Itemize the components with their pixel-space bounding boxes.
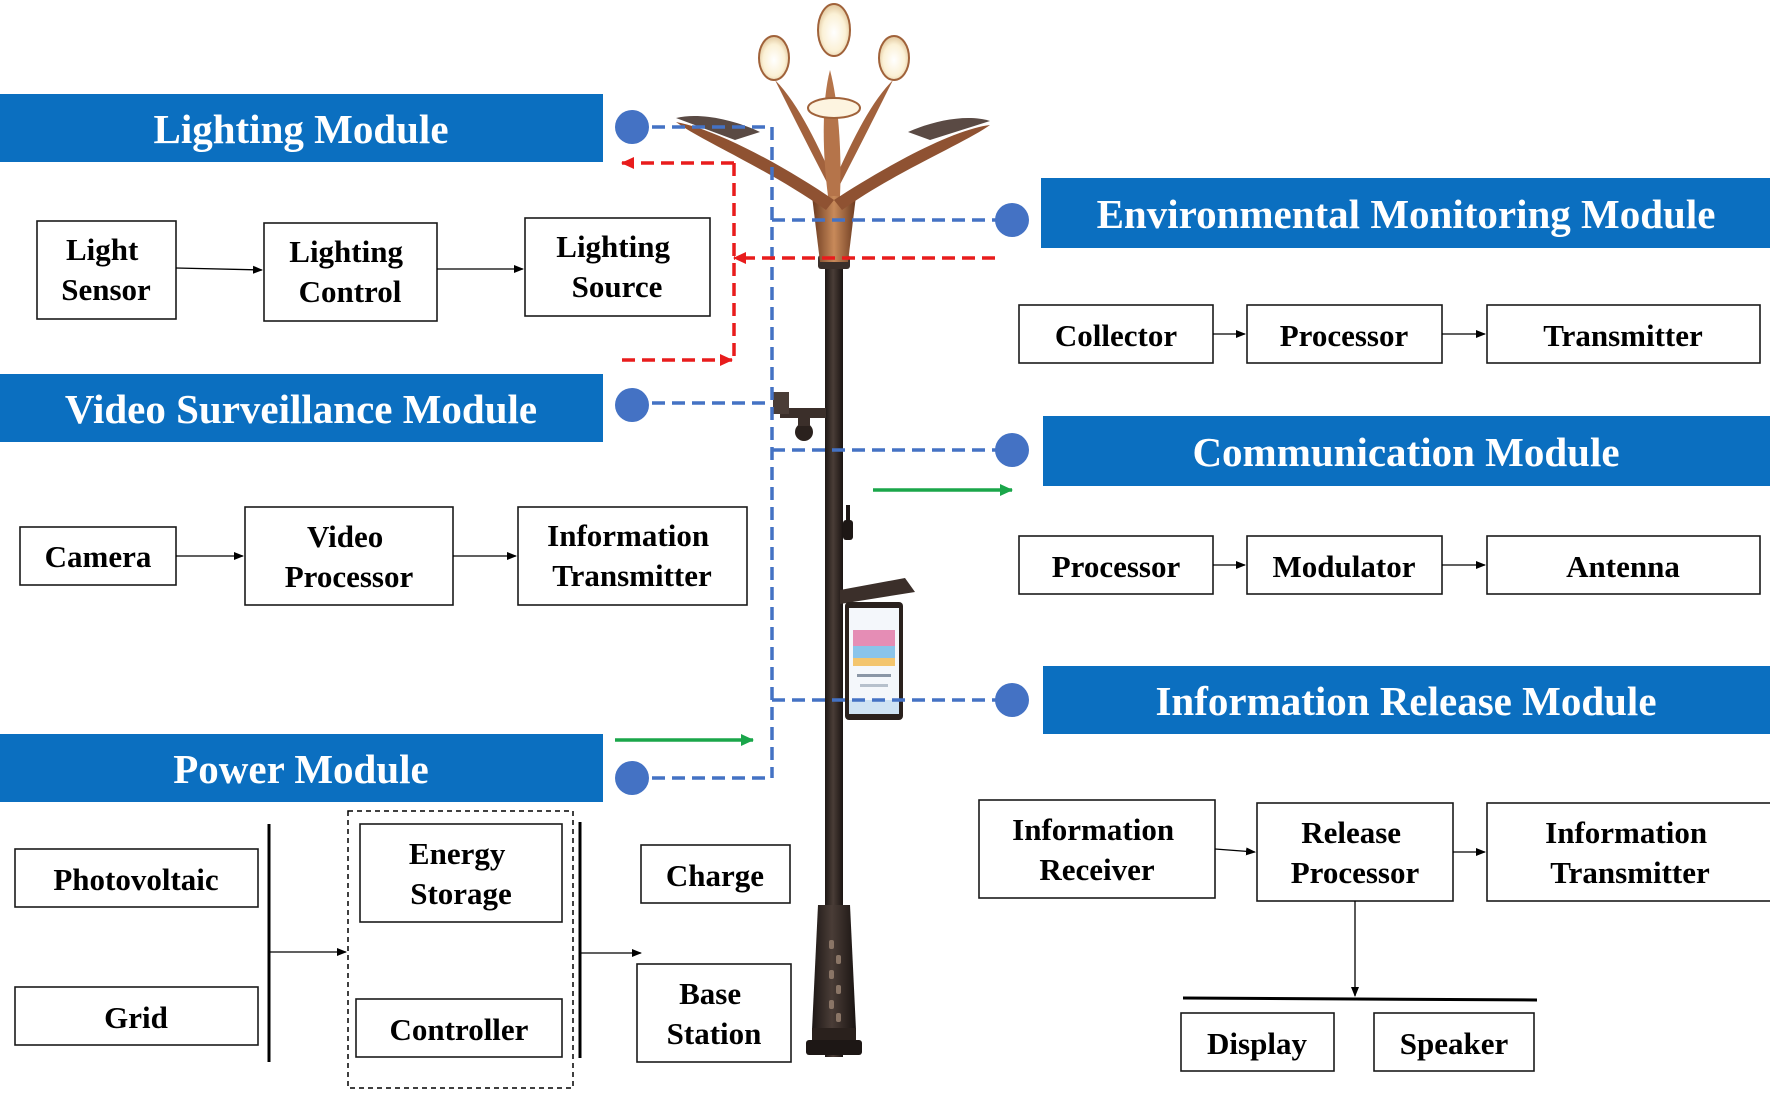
power-flow-arrows <box>615 484 1013 746</box>
charge-label: Charge <box>666 858 764 893</box>
env-transmitter-box <box>1486 304 1761 364</box>
control-flow-arrows <box>621 157 995 366</box>
photovoltaic-box <box>14 848 259 908</box>
lighting-source-box <box>524 217 711 317</box>
banner-communication-title: Communication Module <box>1192 429 1619 475</box>
energy-storage-box <box>359 823 563 923</box>
lighting-source-label: Lighting Source <box>556 229 677 304</box>
release-transmitter-box <box>1486 802 1770 902</box>
video-transmitter-label: Information Transmitter <box>547 518 717 593</box>
release-processor-label: Release Processor <box>1291 815 1420 890</box>
lighting-control-label: Lighting Control <box>289 234 410 309</box>
lighting-components: Light Sensor Lighting Control Lighting S… <box>36 217 711 322</box>
charge-box <box>640 844 791 904</box>
collector-label: Collector <box>1055 318 1177 353</box>
grid-box <box>14 986 259 1046</box>
speaker-box <box>1373 1012 1535 1072</box>
speaker-label: Speaker <box>1400 1026 1509 1061</box>
antenna-icon <box>843 505 853 540</box>
storage-group <box>347 810 574 1089</box>
controller-box <box>355 998 563 1058</box>
energy-storage-label: Energy Storage <box>409 836 513 911</box>
comm-processor-label: Processor <box>1052 549 1181 584</box>
lighting-control-box <box>263 222 438 322</box>
module-connectors <box>615 110 1029 795</box>
banner-release-module: Information Release Module <box>1043 666 1770 734</box>
video-processor-box <box>244 506 454 606</box>
banner-release-title: Information Release Module <box>1155 678 1656 724</box>
video-dot <box>615 388 649 422</box>
info-receiver-label: Information Receiver <box>1012 812 1182 887</box>
photovoltaic-label: Photovoltaic <box>53 862 218 897</box>
video-transmitter-box <box>517 506 748 606</box>
banner-power-module: Power Module <box>0 734 603 802</box>
communication-dot <box>995 433 1029 467</box>
street-lamp-pole-icon <box>676 3 990 1057</box>
info-receiver-box <box>978 799 1216 899</box>
base-station-label: Base Station <box>667 976 762 1051</box>
camera-label: Camera <box>45 539 152 574</box>
lighting-dot <box>615 110 649 144</box>
base-station-box <box>636 963 792 1063</box>
banner-video-module: Video Surveillance Module <box>0 374 603 442</box>
light-sensor-box <box>36 220 177 320</box>
banner-lighting-module: Lighting Module <box>0 94 603 162</box>
antenna-box <box>1486 535 1761 595</box>
camera-icon <box>773 392 826 441</box>
video-processor-label: Video Processor <box>285 519 414 594</box>
environmental-dot <box>995 203 1029 237</box>
banner-communication-module: Communication Module <box>1043 416 1770 486</box>
modulator-box <box>1246 535 1443 595</box>
banner-environmental-title: Environmental Monitoring Module <box>1097 191 1716 237</box>
banner-lighting-title: Lighting Module <box>153 106 448 152</box>
banner-power-title: Power Module <box>173 746 428 792</box>
env-transmitter-label: Transmitter <box>1543 318 1703 353</box>
camera-box <box>19 526 177 586</box>
video-components: Camera Video Processor Information Trans… <box>19 506 748 606</box>
release-dot <box>995 683 1029 717</box>
release-transmitter-label: Information Transmitter <box>1545 815 1715 890</box>
light-sensor-label: Light Sensor <box>61 232 151 307</box>
environmental-components: Collector Processor Transmitter <box>1018 304 1761 364</box>
display-box <box>1180 1012 1335 1072</box>
communication-components: Processor Modulator Antenna <box>1018 535 1761 595</box>
banner-video-title: Video Surveillance Module <box>65 386 537 432</box>
antenna-label: Antenna <box>1566 549 1680 584</box>
power-dot <box>615 761 649 795</box>
release-processor-box <box>1256 802 1454 902</box>
display-screen-icon <box>840 578 915 720</box>
controller-label: Controller <box>390 1012 529 1047</box>
grid-label: Grid <box>104 1000 168 1035</box>
display-label: Display <box>1207 1026 1307 1061</box>
banner-environmental-module: Environmental Monitoring Module <box>1041 178 1770 248</box>
collector-box <box>1018 304 1214 364</box>
release-components: Information Receiver Release Processor I… <box>978 799 1770 1072</box>
env-processor-label: Processor <box>1280 318 1409 353</box>
modulator-label: Modulator <box>1273 549 1416 584</box>
power-components: Photovoltaic Grid Energy Storage Control… <box>14 810 792 1089</box>
comm-processor-box <box>1018 535 1214 595</box>
